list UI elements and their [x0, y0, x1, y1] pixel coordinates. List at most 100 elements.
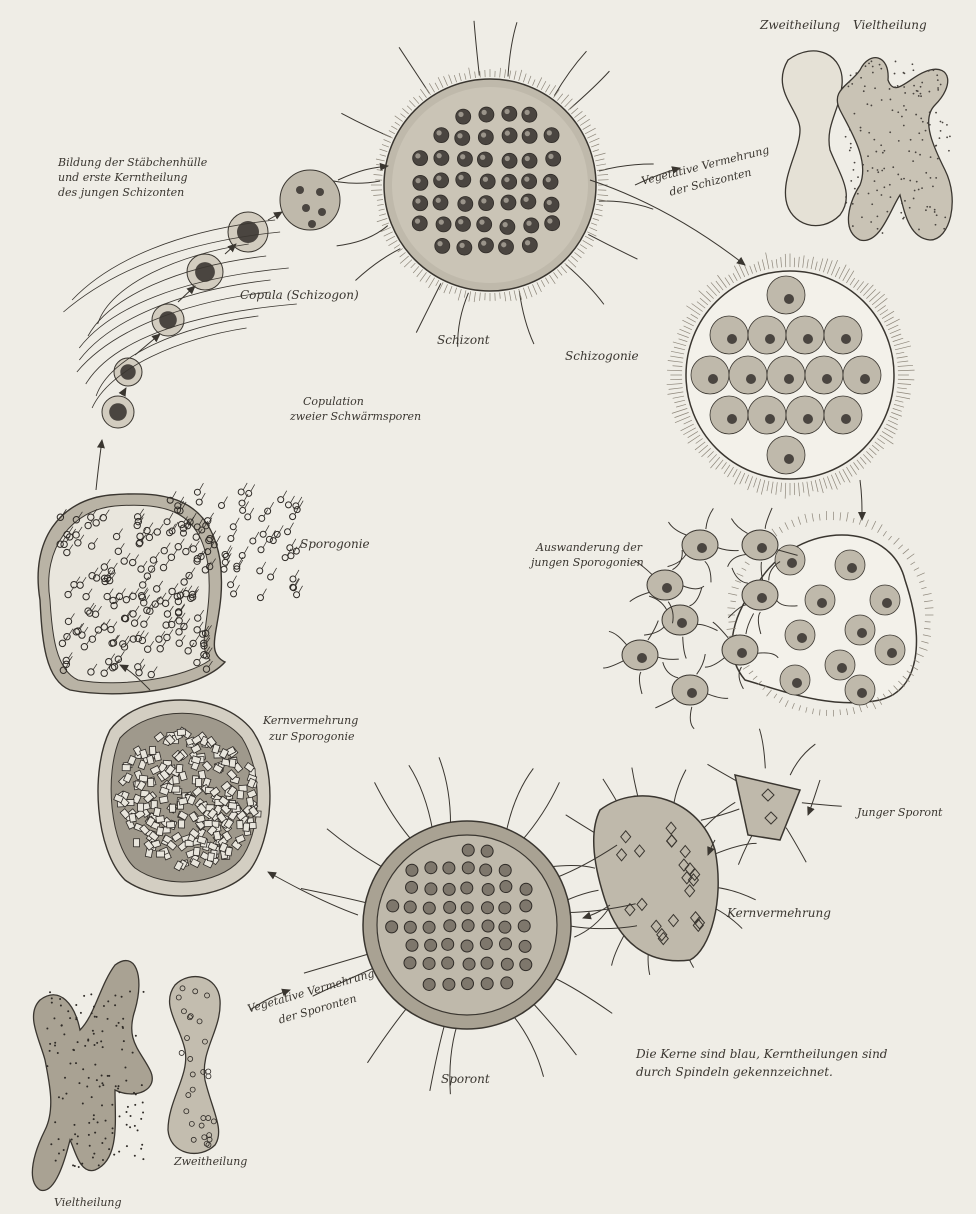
- nucleus-highlight: [525, 240, 530, 245]
- label-bildung-line1: Bildung der Stäbchenhülle: [58, 156, 207, 169]
- stipple: [871, 60, 873, 62]
- stipple: [915, 151, 917, 153]
- stipple: [853, 169, 855, 171]
- nucleus: [499, 864, 511, 876]
- stipple: [58, 1152, 60, 1154]
- stipple: [93, 1033, 95, 1035]
- nucleus: [457, 240, 472, 255]
- stipple: [96, 1016, 98, 1018]
- stipple: [929, 206, 931, 208]
- nucleus-highlight: [524, 176, 529, 181]
- nucleus: [404, 957, 416, 969]
- nucleus: [501, 195, 516, 210]
- stipple: [867, 170, 869, 172]
- nucleus: [456, 172, 471, 187]
- stipple: [898, 140, 900, 142]
- stipple: [918, 95, 920, 97]
- stipple: [115, 1085, 117, 1087]
- stipple: [901, 116, 903, 118]
- nucleus: [502, 174, 517, 189]
- stipple: [137, 1129, 139, 1131]
- stipple: [937, 79, 939, 81]
- stipple: [82, 1102, 84, 1104]
- stipple: [101, 1030, 103, 1032]
- nucleus: [784, 454, 794, 464]
- nucleus-highlight: [436, 176, 441, 181]
- stipple: [46, 1027, 48, 1029]
- stipple: [930, 156, 932, 158]
- stipple: [867, 155, 869, 157]
- stipple: [864, 85, 866, 87]
- stipple: [850, 143, 852, 145]
- nucleus: [522, 153, 537, 168]
- nucleus: [803, 334, 813, 344]
- caption-line2: durch Spindeln gekennzeichnet.: [636, 1065, 833, 1079]
- label-schizont: Schizont: [437, 333, 490, 347]
- stipple: [121, 996, 123, 998]
- nucleus-highlight: [415, 218, 420, 223]
- nucleus-highlight: [481, 198, 486, 203]
- stipple: [874, 180, 876, 182]
- stipple: [928, 91, 930, 93]
- nucleus: [457, 151, 472, 166]
- nucleus-highlight: [460, 199, 465, 204]
- nucleus: [757, 543, 767, 553]
- nucleus: [478, 238, 493, 253]
- stipple: [122, 1026, 124, 1028]
- dividing-nucleus: [237, 821, 243, 829]
- stipple: [886, 211, 888, 213]
- nucleus-highlight: [504, 109, 509, 114]
- nucleus: [406, 864, 418, 876]
- nucleus: [386, 921, 398, 933]
- stipple: [918, 189, 920, 191]
- stipple: [848, 81, 850, 83]
- stipple: [97, 1121, 99, 1123]
- stipple: [872, 72, 874, 74]
- nucleus-highlight: [481, 132, 486, 137]
- nucleus-highlight: [437, 241, 442, 246]
- stipple: [912, 160, 914, 162]
- stipple: [92, 1157, 94, 1159]
- nucleus-highlight: [481, 240, 486, 245]
- stipple: [855, 72, 857, 74]
- stipple: [87, 1040, 89, 1042]
- dividing-nucleus: [156, 816, 165, 823]
- stipple: [903, 178, 905, 180]
- stipple: [877, 171, 879, 173]
- label-sporogonie: Sporogonie: [300, 537, 370, 551]
- nucleus: [480, 864, 492, 876]
- nucleus: [480, 174, 495, 189]
- stipple: [850, 147, 852, 149]
- nucleus: [797, 633, 807, 643]
- stipple: [918, 132, 920, 134]
- nucleus: [857, 688, 867, 698]
- stipple: [64, 1077, 66, 1079]
- stipple: [54, 1044, 56, 1046]
- stipple: [86, 1086, 88, 1088]
- stipple: [883, 186, 885, 188]
- stipple: [877, 228, 879, 230]
- stipple: [910, 139, 912, 141]
- nucleus: [434, 150, 449, 165]
- nucleus: [765, 414, 775, 424]
- stipple: [69, 1017, 71, 1019]
- stipple: [881, 170, 883, 172]
- nucleus: [837, 663, 847, 673]
- nucleus: [502, 106, 517, 121]
- stipple: [946, 136, 948, 138]
- stipple: [913, 198, 915, 200]
- dividing-nucleus: [193, 847, 200, 856]
- nucleus: [463, 958, 475, 970]
- stipple: [125, 1080, 127, 1082]
- stipple: [877, 169, 879, 171]
- stipple: [49, 1050, 51, 1052]
- stipple: [912, 69, 914, 71]
- stipple: [860, 130, 862, 132]
- stipple: [63, 1149, 65, 1151]
- dividing-nucleus: [148, 778, 154, 786]
- stipple: [74, 1165, 76, 1167]
- stipple: [96, 1042, 98, 1044]
- stipple: [132, 1052, 134, 1054]
- stipple: [51, 1002, 53, 1004]
- stipple: [868, 62, 870, 64]
